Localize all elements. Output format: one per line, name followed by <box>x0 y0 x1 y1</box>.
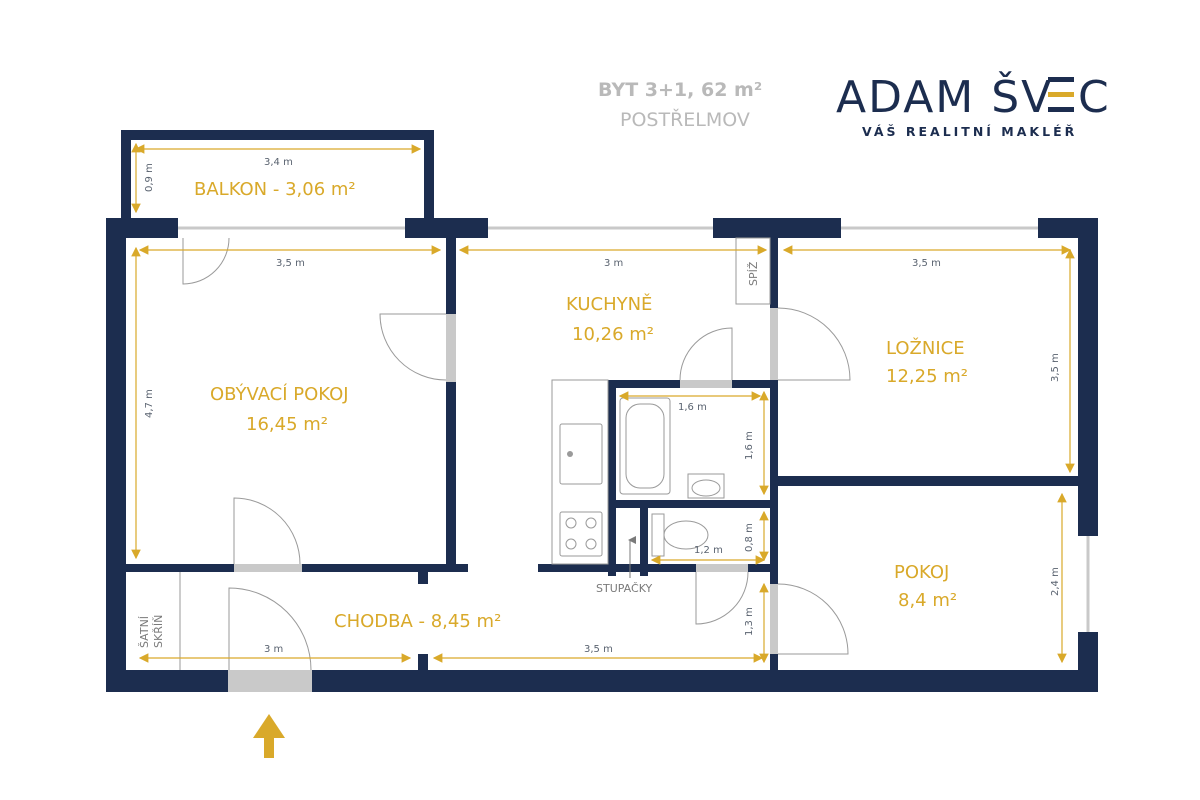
dimension-labels: 3,4 m 0,9 m 3,5 m 4,7 m 3 m 3,5 m 3,5 m … <box>144 157 1061 655</box>
dim-chodba-height: 1,3 m <box>744 607 755 636</box>
dimension-lines <box>131 142 1075 664</box>
label-stupacky: STUPAČKY <box>596 582 653 595</box>
brand-logo: ADAM ŠV C VÁŠ REALITNÍ MAKLÉŘ <box>836 70 1111 139</box>
dim-chodba-width-1: 3 m <box>264 644 283 655</box>
label-satni: ŠATNÍ <box>138 616 151 648</box>
dim-wc-width: 1,2 m <box>694 545 723 556</box>
arrow-up-icon <box>253 714 285 758</box>
dim-obyvaci-height: 4,7 m <box>144 389 155 418</box>
dim-balkon-height: 0,9 m <box>144 163 155 192</box>
dim-chodba-width-2: 3,5 m <box>584 644 613 655</box>
dim-koupelna-width: 1,6 m <box>678 402 707 413</box>
balkon <box>121 130 434 220</box>
room-kuchyne-name: KUCHYNĚ <box>566 293 652 315</box>
room-kuchyne-area: 10,26 m² <box>572 324 654 345</box>
room-obyvaci-name: OBÝVACÍ POKOJ <box>210 383 349 405</box>
dim-wc-height: 0,8 m <box>744 523 755 552</box>
room-obyvaci-area: 16,45 m² <box>246 414 328 435</box>
label-skrin: SKŘÍŇ <box>152 615 165 648</box>
plan-title: BYT 3+1, 62 m² <box>598 79 762 101</box>
brand-e-mark <box>1048 77 1074 112</box>
room-balkon: BALKON - 3,06 m² <box>194 179 356 200</box>
sink <box>687 473 725 499</box>
door-swings <box>182 237 851 671</box>
bathtub <box>619 397 671 495</box>
dim-loznice-height: 3,5 m <box>1050 353 1061 382</box>
plan-location: POSTŘELMOV <box>620 108 750 131</box>
dim-koupelna-height: 1,6 m <box>744 431 755 460</box>
brand-name-end: C <box>1078 72 1111 123</box>
room-loznice-name: LOŽNICE <box>886 337 965 359</box>
room-pokoj-area: 8,4 m² <box>898 590 957 611</box>
room-loznice-area: 12,25 m² <box>886 366 968 387</box>
entrance-door <box>228 670 312 692</box>
dim-obyvaci-width: 3,5 m <box>276 258 305 269</box>
dim-loznice-width: 3,5 m <box>912 258 941 269</box>
room-chodba: CHODBA - 8,45 m² <box>334 611 501 632</box>
dim-balkon-width: 3,4 m <box>264 157 293 168</box>
room-pokoj-name: POKOJ <box>894 562 949 583</box>
brand-tagline: VÁŠ REALITNÍ MAKLÉŘ <box>862 124 1077 139</box>
brand-name: ADAM ŠV <box>836 70 1053 123</box>
dim-kuchyne-width: 3 m <box>604 258 623 269</box>
kitchen-counter <box>551 379 609 565</box>
interior-walls <box>126 237 1078 670</box>
label-spiz: SPÍŽ <box>747 261 760 286</box>
dim-pokoj-height: 2,4 m <box>1050 567 1061 596</box>
outer-walls <box>106 218 1098 692</box>
